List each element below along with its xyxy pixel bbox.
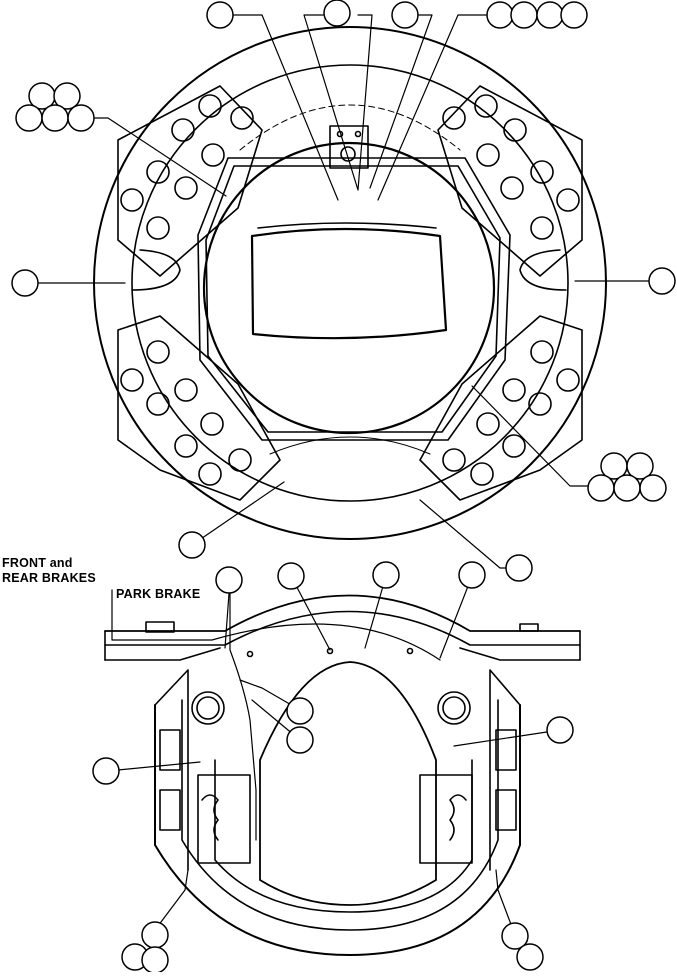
top-view-leaders bbox=[35, 14, 651, 569]
callout-bubble bbox=[458, 561, 486, 589]
callout-bubble bbox=[639, 474, 667, 502]
callout-bubble bbox=[11, 269, 39, 297]
callout-bubble bbox=[41, 104, 69, 132]
callout-bubble bbox=[626, 452, 654, 480]
callout-bubble bbox=[648, 267, 676, 295]
callout-bubble bbox=[92, 757, 120, 785]
callout-bubble bbox=[67, 104, 95, 132]
callout-bubble bbox=[560, 1, 588, 29]
callout-bubble bbox=[141, 921, 169, 949]
callout-bubble bbox=[613, 474, 641, 502]
top-view-disc-assembly bbox=[93, 26, 607, 540]
hub-bore bbox=[202, 141, 496, 435]
park-brake-line bbox=[111, 589, 441, 661]
callout-bubble bbox=[536, 1, 564, 29]
callout-bubble bbox=[178, 531, 206, 559]
callout-bubble bbox=[546, 716, 574, 744]
callout-bubble bbox=[286, 697, 314, 725]
brake-line-loop bbox=[197, 157, 511, 441]
callout-bubble bbox=[372, 561, 400, 589]
callout-bubble bbox=[206, 1, 234, 29]
callout-bubble bbox=[141, 946, 169, 974]
caliper-group-upper-left bbox=[117, 85, 263, 277]
rear-brakes-label: REAR BRAKES bbox=[2, 571, 96, 585]
callout-bubble bbox=[286, 726, 314, 754]
inner-opening bbox=[259, 661, 437, 906]
bottom-view-housing bbox=[104, 589, 581, 956]
hub-window bbox=[250, 227, 448, 340]
caliper-group-upper-right bbox=[437, 85, 583, 277]
junction-block bbox=[329, 125, 369, 169]
callout-bubbles bbox=[11, 0, 676, 974]
callout-bubble bbox=[15, 104, 43, 132]
park-brake-label: PARK BRAKE bbox=[116, 587, 201, 601]
callout-bubble bbox=[53, 82, 81, 110]
callout-bubble bbox=[277, 562, 305, 590]
callout-bubble bbox=[516, 943, 544, 971]
caliper-group-lower-left bbox=[117, 315, 281, 501]
callout-bubble bbox=[323, 0, 351, 27]
callout-bubble bbox=[486, 1, 514, 29]
callout-bubble bbox=[391, 1, 419, 29]
inner-rim bbox=[131, 64, 569, 502]
callout-bubble bbox=[501, 922, 529, 950]
callout-bubble bbox=[587, 474, 615, 502]
caliper-group-lower-right bbox=[419, 315, 583, 501]
callout-bubble bbox=[505, 554, 533, 582]
callout-bubble bbox=[510, 1, 538, 29]
bottom-view-leaders bbox=[117, 575, 561, 936]
front-and-label: FRONT and bbox=[2, 556, 73, 570]
callout-bubble bbox=[215, 566, 243, 594]
